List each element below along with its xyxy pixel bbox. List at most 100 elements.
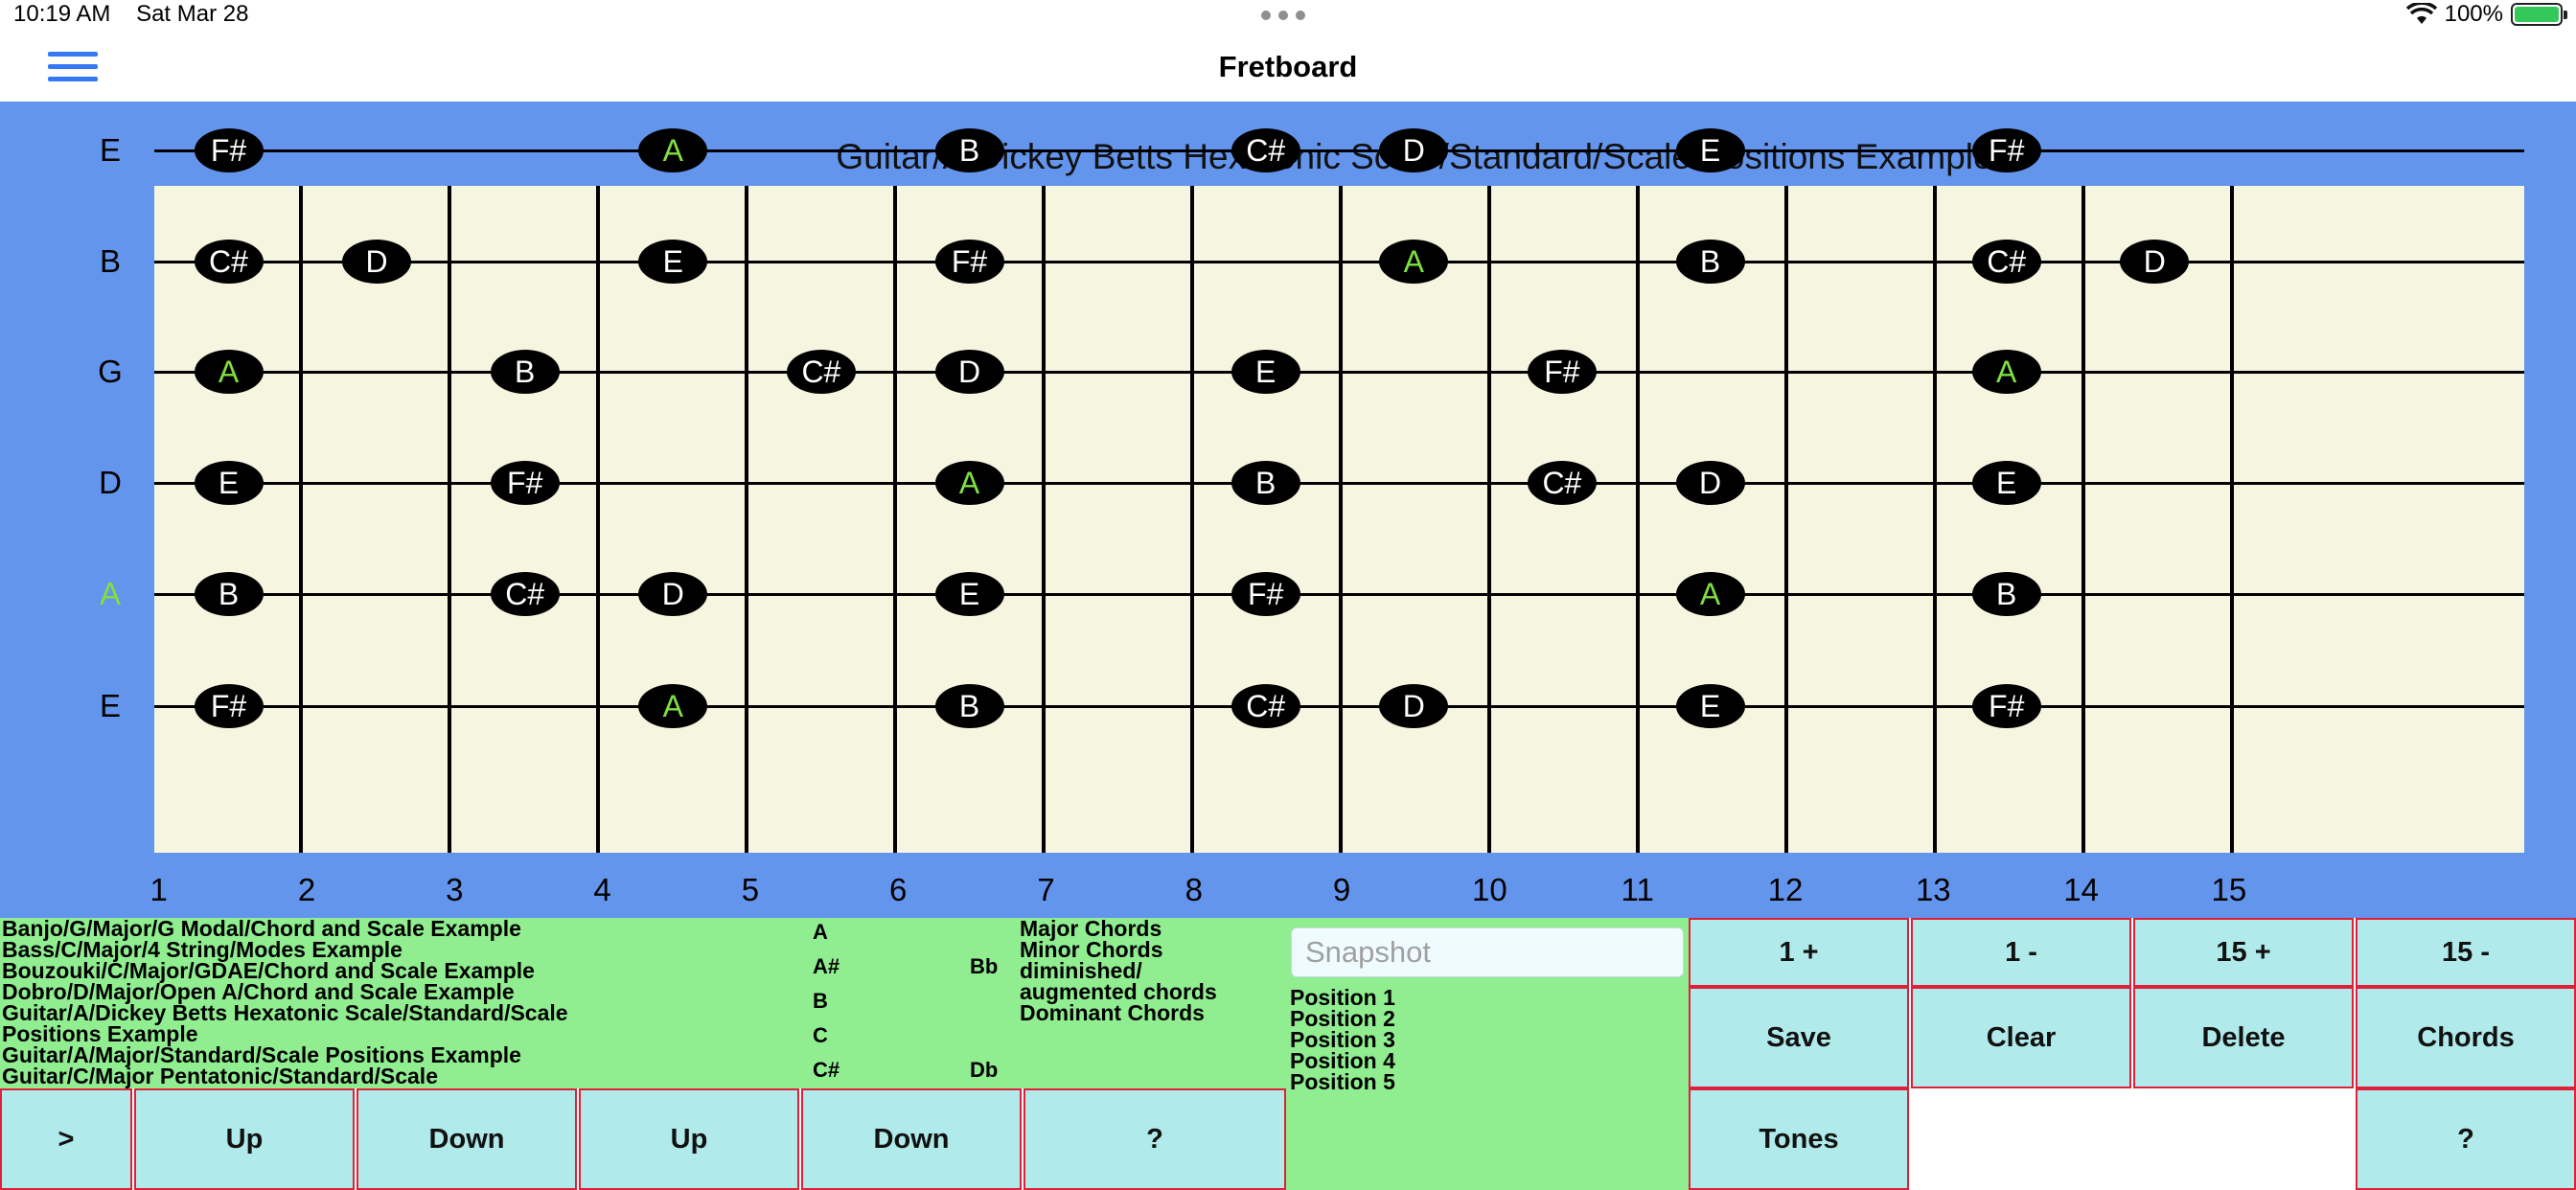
string-label[interactable]: D	[99, 465, 122, 500]
snapshot-input[interactable]	[1291, 927, 1684, 977]
string-label[interactable]: E	[99, 132, 121, 168]
chords-button[interactable]: Chords	[2356, 987, 2576, 1088]
example-item[interactable]: Bass/C/Major/4 String/Modes Example	[2, 937, 402, 962]
note-marker[interactable]: C#	[786, 350, 856, 394]
note-marker[interactable]: D	[934, 350, 1004, 394]
fifteen-plus-button[interactable]: 15 +	[2133, 918, 2354, 987]
key-item[interactable]: A#	[813, 954, 840, 978]
string-label[interactable]: G	[98, 354, 123, 389]
note-marker[interactable]: B	[194, 572, 264, 616]
note-marker[interactable]: C#	[194, 240, 264, 284]
note-marker[interactable]: E	[194, 461, 264, 505]
note-marker[interactable]: A	[638, 684, 708, 728]
delete-button[interactable]: Delete	[2133, 987, 2354, 1088]
position-item[interactable]: Position 3	[1290, 1027, 1395, 1052]
note-marker[interactable]: F#	[490, 461, 560, 505]
position-item[interactable]: Position 2	[1290, 1006, 1395, 1031]
note-marker[interactable]: B	[934, 684, 1004, 728]
note-marker[interactable]: B	[1230, 461, 1300, 505]
note-marker[interactable]: F#	[194, 128, 264, 172]
fret-number: 15	[2211, 872, 2247, 907]
note-marker[interactable]: D	[2120, 240, 2190, 284]
note-marker[interactable]: F#	[1527, 350, 1597, 394]
example-item[interactable]: Guitar/A/Dickey Betts Hexatonic Scale/St…	[2, 1000, 568, 1025]
note-marker[interactable]: F#	[934, 240, 1004, 284]
multitasking-dots-icon[interactable]	[1261, 11, 1305, 20]
note-marker[interactable]: C#	[1230, 684, 1300, 728]
one-minus-button[interactable]: 1 -	[1911, 918, 2131, 987]
note-marker[interactable]: D	[638, 572, 708, 616]
example-list[interactable]: Banjo/G/Major/G Modal/Chord and Scale Ex…	[0, 918, 805, 1088]
example-item[interactable]: Banjo/G/Major/G Modal/Chord and Scale Ex…	[2, 916, 521, 941]
save-button[interactable]: Save	[1689, 987, 1909, 1088]
note-marker[interactable]: D	[342, 240, 412, 284]
note-marker[interactable]: E	[1230, 350, 1300, 394]
note-marker[interactable]: E	[934, 572, 1004, 616]
string-label[interactable]: A	[99, 576, 121, 611]
note-marker[interactable]: E	[1971, 461, 2041, 505]
note-marker[interactable]: C#	[1230, 128, 1300, 172]
chord-type-item[interactable]: augmented chords	[1020, 979, 1217, 1004]
note-marker[interactable]: F#	[1971, 684, 2041, 728]
key-flat-item[interactable]: Db	[970, 1058, 999, 1082]
key-item[interactable]: C#	[813, 1058, 840, 1082]
key-item[interactable]: C	[813, 1023, 828, 1047]
example-up-button[interactable]: Up	[134, 1088, 355, 1190]
example-item[interactable]: Dobro/D/Major/Open A/Chord and Scale Exa…	[2, 979, 515, 1004]
key-down-button[interactable]: Down	[801, 1088, 1022, 1190]
next-button[interactable]: >	[0, 1088, 132, 1190]
one-plus-button[interactable]: 1 +	[1689, 918, 1909, 987]
note-marker[interactable]: E	[638, 240, 708, 284]
chord-type-item[interactable]: Minor Chords	[1020, 937, 1163, 962]
example-item[interactable]: Guitar/C/Major Pentatonic/Standard/Scale	[2, 1064, 438, 1088]
example-down-button[interactable]: Down	[356, 1088, 577, 1190]
position-item[interactable]: Position 1	[1290, 985, 1395, 1010]
note-marker[interactable]: B	[1675, 240, 1745, 284]
example-item[interactable]: Bouzouki/C/Major/GDAE/Chord and Scale Ex…	[2, 958, 535, 983]
string-label[interactable]: B	[99, 243, 121, 279]
note-marker[interactable]: A	[1675, 572, 1745, 616]
note-marker[interactable]: D	[1675, 461, 1745, 505]
fifteen-minus-button[interactable]: 15 -	[2356, 918, 2576, 987]
hamburger-icon[interactable]	[48, 50, 98, 84]
key-item[interactable]: A	[813, 920, 828, 944]
note-marker[interactable]: F#	[1971, 128, 2041, 172]
help-right-button[interactable]: ?	[2356, 1088, 2576, 1190]
chord-type-item[interactable]: Major Chords	[1020, 916, 1162, 941]
note-marker[interactable]: F#	[1230, 572, 1300, 616]
note-marker[interactable]: A	[638, 128, 708, 172]
chord-type-item[interactable]: Dominant Chords	[1020, 1000, 1205, 1025]
note-marker[interactable]: A	[1379, 240, 1449, 284]
note-marker[interactable]: E	[1675, 684, 1745, 728]
note-marker[interactable]: B	[934, 128, 1004, 172]
note-marker[interactable]: D	[1379, 684, 1449, 728]
note-marker[interactable]: A	[1971, 350, 2041, 394]
note-marker[interactable]: A	[934, 461, 1004, 505]
note-marker[interactable]: B	[490, 350, 560, 394]
note-marker[interactable]: A	[194, 350, 264, 394]
key-item[interactable]: B	[813, 989, 828, 1013]
position-item[interactable]: Position 4	[1290, 1048, 1395, 1073]
example-item[interactable]: Positions Example	[2, 1021, 198, 1046]
example-item[interactable]: Guitar/A/Major/Standard/Scale Positions …	[2, 1042, 521, 1067]
note-marker[interactable]: C#	[1971, 240, 2041, 284]
note-marker[interactable]: F#	[194, 684, 264, 728]
note-marker[interactable]: B	[1971, 572, 2041, 616]
fret-wire	[893, 186, 897, 853]
note-marker[interactable]: C#	[1527, 461, 1597, 505]
tones-button[interactable]: Tones	[1689, 1088, 1909, 1190]
note-marker[interactable]: C#	[490, 572, 560, 616]
chord-type-item[interactable]: diminished/	[1020, 958, 1142, 983]
clear-button[interactable]: Clear	[1911, 987, 2131, 1088]
fret-wire	[2082, 186, 2085, 853]
key-up-button[interactable]: Up	[579, 1088, 799, 1190]
position-item[interactable]: Position 5	[1290, 1069, 1395, 1094]
note-marker[interactable]: D	[1379, 128, 1449, 172]
note-marker[interactable]: E	[1675, 128, 1745, 172]
key-flat-item[interactable]: Bb	[970, 954, 999, 978]
string-label[interactable]: E	[99, 688, 121, 723]
help-left-button[interactable]: ?	[1024, 1088, 1286, 1190]
